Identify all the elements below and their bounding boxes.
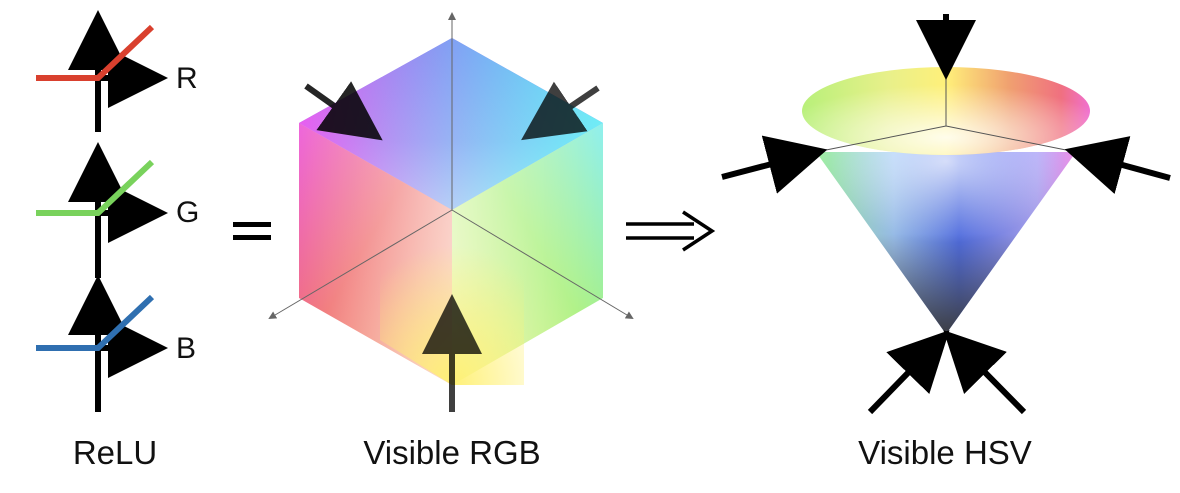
arrow-hsv-bottom-right [943,330,1027,415]
relu-label-b: B [176,332,197,365]
arrow-hsv-left [721,135,828,194]
hsv-cone [721,14,1171,415]
arrow-cube-topleft [304,81,383,141]
relu-label-r: R [176,62,198,95]
rgb-cube [268,12,634,412]
arrow-hsv-right [1064,136,1171,194]
arrow-cube-topright [521,81,600,141]
relu-curve-g [36,159,155,216]
implies-arrow [626,210,716,252]
hsv-caption: Visible HSV [858,434,1032,471]
relu-plot-b [36,275,168,412]
relu-plot-r [36,10,168,132]
relu-curve-r [36,24,155,81]
relu-label-g: G [176,196,200,229]
relu-plots [36,10,168,412]
relu-caption: ReLU [72,434,158,471]
arrow-hsv-bottom-left [867,330,950,415]
relu-curve-b [36,294,155,351]
equals-sign [233,222,271,240]
relu-plot-g [36,142,168,278]
rgb-caption: Visible RGB [363,434,541,471]
